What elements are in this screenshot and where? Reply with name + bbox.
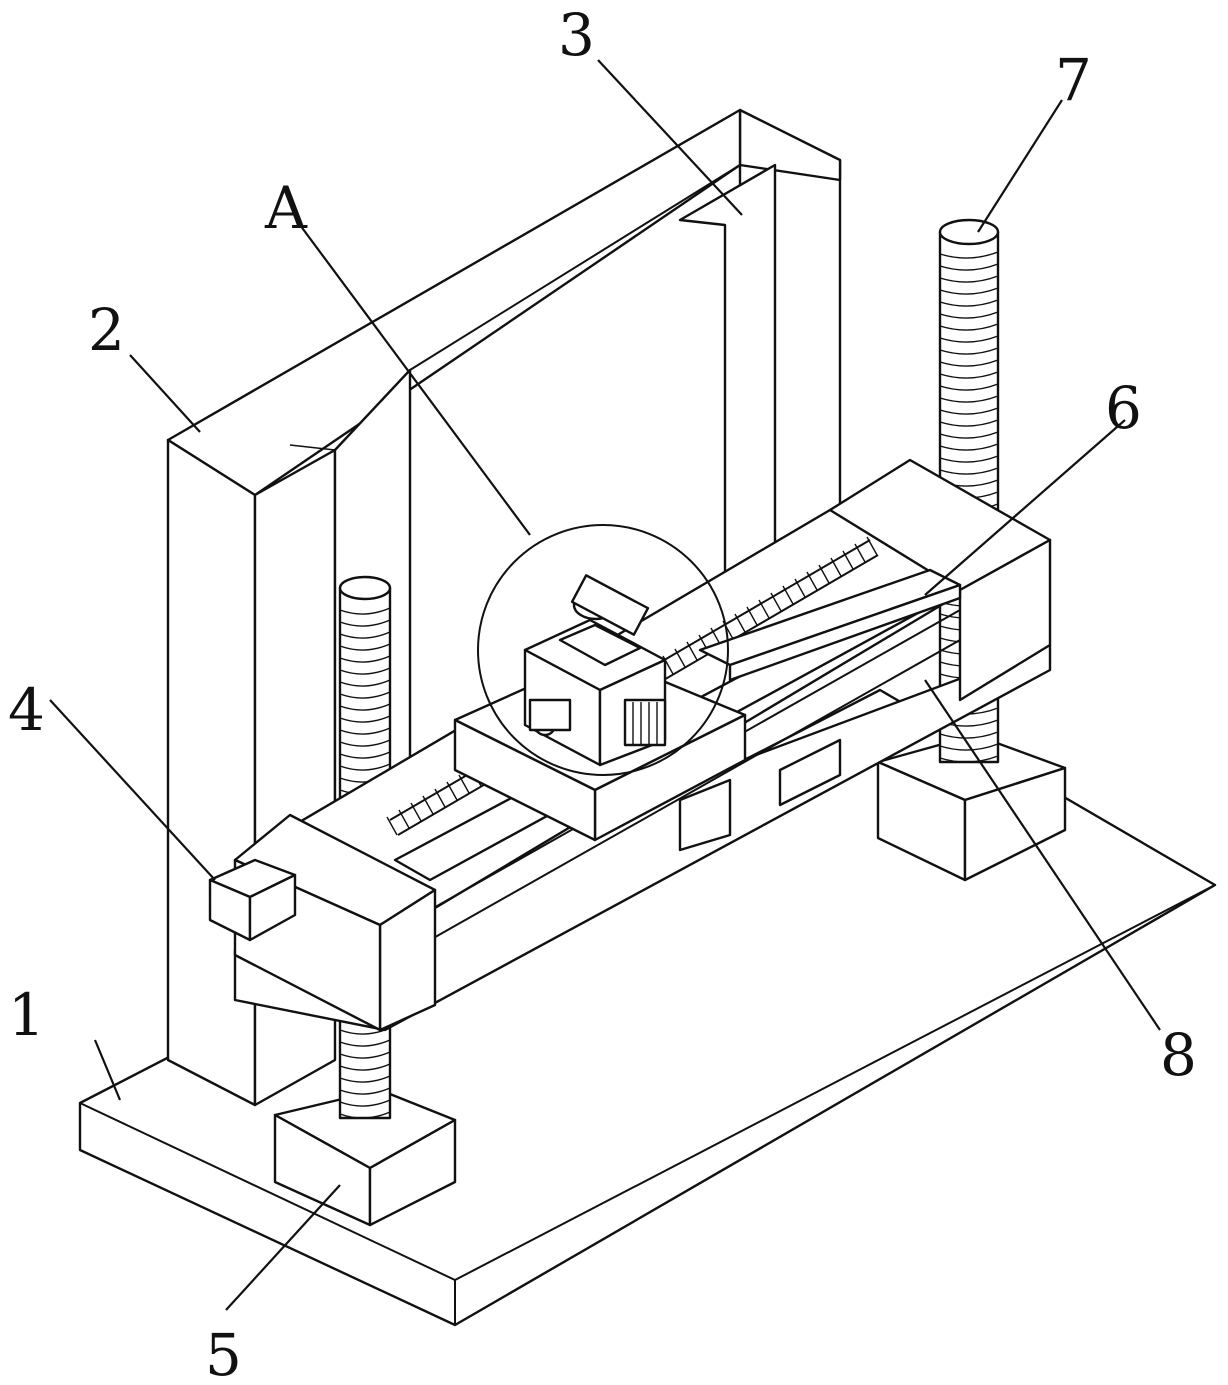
sensor-box bbox=[208, 858, 297, 942]
label-8: 8 bbox=[1160, 1021, 1197, 1089]
label-6: 6 bbox=[1105, 374, 1142, 442]
left-foot-block bbox=[273, 1088, 457, 1227]
right-foot-block bbox=[876, 733, 1067, 882]
label-2: 2 bbox=[88, 296, 125, 364]
part-labels: 1 2 3 4 5 6 7 8 A bbox=[8, 1, 1197, 1385]
label-5: 5 bbox=[205, 1321, 242, 1385]
leader-lines bbox=[49, 59, 1161, 1311]
motor-box bbox=[523, 574, 667, 767]
guide-rail bbox=[698, 568, 962, 682]
detail-circle-a bbox=[477, 524, 729, 776]
label-3: 3 bbox=[558, 1, 595, 69]
label-4: 4 bbox=[8, 676, 45, 744]
label-7: 7 bbox=[1055, 46, 1092, 114]
label-1: 1 bbox=[8, 981, 45, 1049]
label-a: A bbox=[264, 174, 308, 242]
right-end-block bbox=[828, 458, 1052, 702]
